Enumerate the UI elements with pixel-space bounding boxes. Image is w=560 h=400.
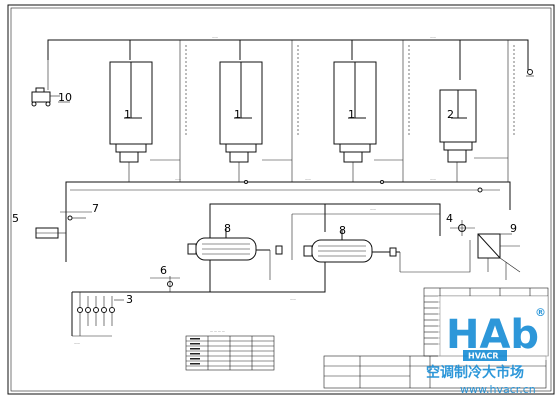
compressor-unit-b: 1 bbox=[219, 61, 263, 182]
watermark: HAb ® HVACR 空调制冷大市场 www.hvacr.cn bbox=[426, 296, 548, 396]
watermark-slogan: 空调制冷大市场 bbox=[426, 364, 524, 381]
condenser-left-label: 8 bbox=[224, 222, 231, 235]
compressor-unit-d: 2 bbox=[439, 89, 477, 182]
liquid-line: —— bbox=[72, 240, 471, 301]
compressor-unit-a: 1 bbox=[109, 61, 153, 182]
item-6-label: 6 bbox=[160, 264, 167, 277]
condenser-right-label: 8 bbox=[339, 224, 346, 237]
condenser-feed: —— bbox=[209, 203, 441, 260]
top-right-connector bbox=[526, 69, 534, 77]
pipe-tag: —— bbox=[305, 177, 311, 181]
item-3-label: 3 bbox=[126, 293, 133, 306]
top-suction-header: —— —— bbox=[47, 35, 529, 140]
valve-stations-3: 3 —— bbox=[71, 292, 133, 345]
compressor-a-label: 1 bbox=[124, 108, 131, 121]
pipe-tag: —— bbox=[290, 297, 296, 301]
watermark-brand: HVACR bbox=[468, 352, 499, 361]
condenser-right: 8 bbox=[303, 224, 373, 263]
legend-table: — — — — bbox=[185, 329, 275, 371]
compressor-unit-c: 1 bbox=[333, 61, 377, 182]
item-5-label: 5 bbox=[12, 212, 19, 225]
compressor-b-label: 1 bbox=[234, 108, 241, 121]
watermark-url: www.hvacr.cn bbox=[460, 383, 536, 396]
vacuum-pump-10: 10 bbox=[31, 60, 72, 107]
pipe-tag: —— bbox=[175, 177, 181, 181]
pipe-tag: —— bbox=[212, 35, 218, 39]
compressor-c-label: 1 bbox=[348, 108, 355, 121]
discharge-header: —— —— —— bbox=[65, 177, 511, 262]
pipe-tag: —— bbox=[74, 341, 80, 345]
item-4-label: 4 bbox=[446, 212, 453, 225]
compressor-d-label: 2 bbox=[447, 108, 454, 121]
item-6-assembly: 6 bbox=[150, 264, 180, 292]
watermark-registered-mark: ® bbox=[535, 306, 546, 319]
pipe-tag: —— bbox=[430, 35, 436, 39]
legend-heading: — — — — bbox=[210, 329, 225, 333]
drawing-frame bbox=[7, 4, 555, 395]
pipe-tag: —— bbox=[370, 207, 376, 211]
item-4-assembly: 4 bbox=[446, 212, 475, 236]
pipe-tag: —— bbox=[430, 177, 436, 181]
item-7-label: 7 bbox=[92, 202, 99, 215]
item-10-label: 10 bbox=[58, 91, 72, 104]
receiver-9: 9 bbox=[477, 222, 521, 280]
condenser-left: 8 bbox=[187, 222, 257, 261]
branch-lines bbox=[150, 140, 509, 182]
left-equipment: 5 7 bbox=[12, 202, 99, 239]
item-9-label: 9 bbox=[510, 222, 517, 235]
